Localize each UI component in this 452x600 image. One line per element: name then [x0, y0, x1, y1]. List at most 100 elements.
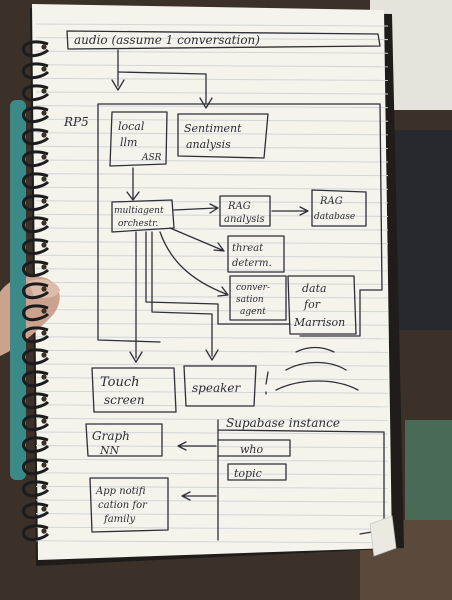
spiral-hole — [41, 352, 47, 358]
spiral-hole — [41, 396, 47, 402]
ruled-line — [35, 417, 389, 421]
ruled-line — [35, 485, 389, 489]
to-speaker-line — [151, 231, 219, 361]
spiral-ring — [22, 238, 50, 256]
to-app-arrow — [181, 491, 217, 501]
spiral-ring — [22, 260, 50, 278]
rag-analysis-text-2: analysis — [224, 214, 265, 225]
threat-box — [227, 235, 285, 273]
spiral-hole — [41, 110, 47, 116]
graph-text: Graph — [92, 429, 130, 443]
sentiment-text: Sentiment — [184, 122, 242, 135]
data-text-3: Marrison — [293, 316, 345, 329]
speaker-mark — [265, 371, 269, 395]
topic-text: topic — [234, 467, 262, 480]
data-text-2: for — [303, 298, 321, 311]
spiral-hole — [41, 506, 47, 512]
spiral-ring — [22, 326, 50, 344]
spiral-ring — [22, 370, 50, 388]
ruled-line — [35, 118, 389, 122]
spiral-ring — [22, 216, 50, 234]
ruled-line — [35, 458, 389, 462]
ruled-line — [35, 499, 389, 503]
rag-database-text: RAG — [319, 196, 343, 207]
ruled-line — [35, 377, 389, 381]
header-box — [66, 30, 381, 50]
data-box — [287, 275, 357, 335]
ruled-line — [35, 268, 389, 272]
speaker-box — [183, 365, 257, 407]
notebook-page — [32, 4, 392, 560]
threat-text: threat — [232, 243, 264, 254]
ruled-line — [35, 186, 389, 190]
spiral-ring — [22, 128, 50, 146]
diagram-ink — [66, 30, 385, 541]
spiral-ring — [22, 84, 50, 102]
sound-wave-1 — [295, 346, 335, 353]
teal-pen — [10, 100, 26, 480]
ruled-line — [35, 227, 389, 231]
orchestrator-text: multiagent — [114, 206, 164, 216]
llm-to-orchestrator-arrow — [126, 167, 140, 201]
local-llm-text-2: llm — [120, 136, 137, 149]
orchestrator-box — [111, 199, 175, 233]
spiral-hole — [41, 286, 47, 292]
to-threat-arrow — [169, 227, 225, 252]
rp5-box — [97, 103, 383, 343]
spiral-ring — [22, 304, 50, 322]
who-text: who — [240, 443, 264, 456]
to-graph-arrow — [177, 441, 217, 451]
data-text: data — [302, 282, 327, 295]
spiral-hole — [41, 528, 47, 534]
spiral-hole — [41, 198, 47, 204]
ruled-line — [35, 254, 389, 258]
spiral-ring — [22, 480, 50, 498]
ruled-line — [35, 513, 389, 517]
spiral-ring — [22, 282, 50, 300]
handwritten-labels: audio (assume 1 conversation) RP5 local … — [63, 33, 355, 525]
spiral-hole — [41, 66, 47, 72]
rag-analysis-text: RAG — [227, 201, 251, 212]
box-right — [405, 420, 452, 520]
spiral-ring — [22, 194, 50, 212]
header-arrow-right — [117, 71, 213, 109]
spiral-hole — [41, 88, 47, 94]
sentiment-text-2: analysis — [186, 138, 231, 151]
spiral-ring — [22, 106, 50, 124]
ruled-line — [35, 213, 389, 217]
ruled-line — [35, 281, 389, 285]
ruled-lines — [35, 23, 389, 544]
sound-wave-3 — [275, 380, 359, 391]
ruled-line — [35, 472, 389, 476]
spiral-ring — [22, 458, 50, 476]
ruled-line — [35, 295, 389, 299]
sound-wave-2 — [285, 361, 347, 371]
spiral-hole — [41, 220, 47, 226]
spiral-hole — [41, 374, 47, 380]
ruled-line — [35, 241, 389, 245]
rag-database-text-2: database — [314, 212, 355, 222]
spiral-ring — [22, 524, 50, 542]
spiral-ring — [22, 150, 50, 168]
to-data-line — [145, 231, 291, 325]
app-text-3: family — [103, 514, 136, 525]
spiral-hole — [41, 484, 47, 490]
app-notification-box — [89, 477, 169, 533]
supabase-text: Supabase instance — [226, 416, 340, 430]
spiral-ring — [22, 40, 50, 58]
spiral-ring — [22, 62, 50, 80]
threat-text-2: determ. — [232, 258, 272, 269]
who-box — [217, 439, 291, 457]
graph-text-2: NN — [99, 444, 120, 457]
conversation-text-2: sation — [236, 295, 264, 305]
dark-cushion — [388, 130, 452, 330]
to-rag-analysis-arrow — [173, 203, 219, 214]
ruled-line — [35, 173, 389, 177]
ruled-line — [35, 77, 389, 81]
ruled-line — [35, 159, 389, 163]
ruled-line — [35, 540, 389, 544]
header-text: audio (assume 1 conversation) — [74, 33, 260, 47]
header-arrow-left — [111, 49, 125, 91]
ruled-line — [35, 390, 389, 394]
ruled-line — [35, 37, 389, 41]
